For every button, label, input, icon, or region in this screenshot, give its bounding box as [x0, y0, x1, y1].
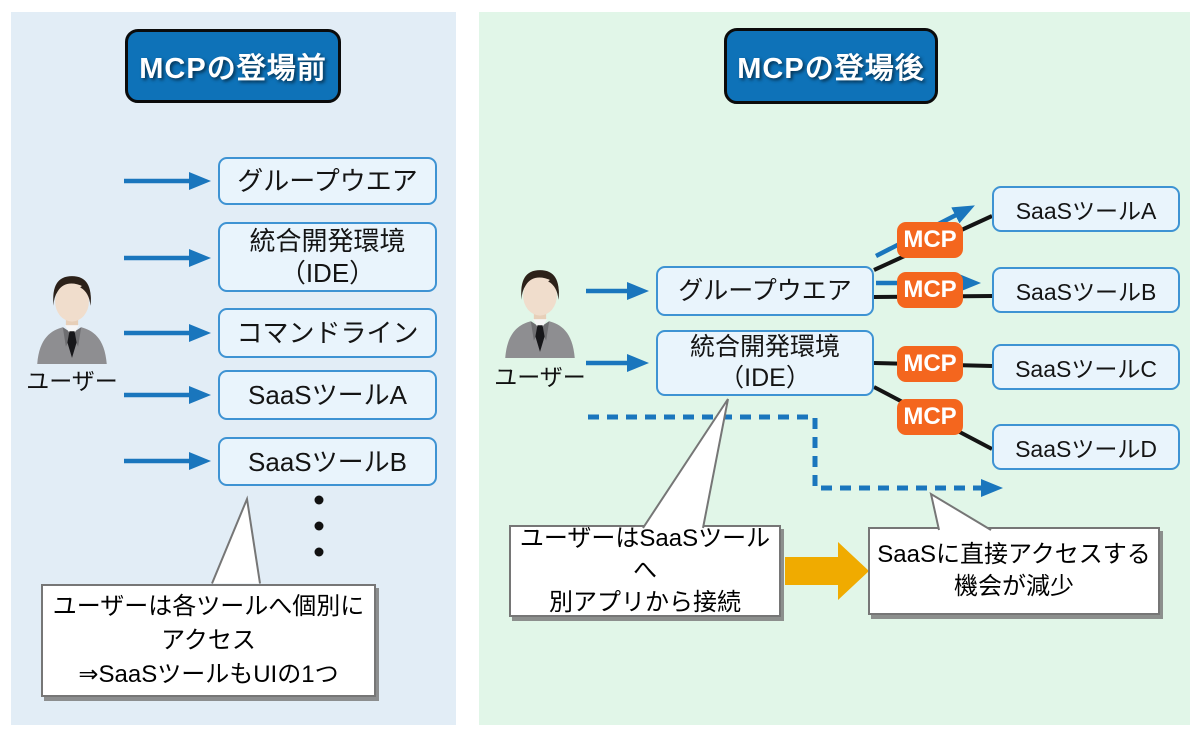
box-saas-b: SaaSツールB — [992, 267, 1180, 313]
mcp-badge-a: MCP — [897, 222, 963, 258]
note-individual-access: ユーザーは各ツールへ個別に アクセス ⇒SaaSツールもUIの1つ — [41, 584, 376, 697]
box-saas-a-left: SaaSツールA — [218, 370, 437, 420]
user-icon — [37, 276, 107, 364]
mcp-badge-c: MCP — [897, 346, 963, 382]
box-saas-c: SaaSツールC — [992, 344, 1180, 390]
box-saas-b-left: SaaSツールB — [218, 437, 437, 486]
user-label-left: ユーザー — [26, 368, 118, 394]
box-saas-a: SaaSツールA — [992, 186, 1180, 232]
user-label-right: ユーザー — [494, 364, 586, 390]
mcp-badge-b: MCP — [897, 272, 963, 308]
box-groupware-left: グループウエア — [218, 157, 437, 205]
box-commandline: コマンドライン — [218, 308, 437, 358]
before-mcp-title: MCPの登場前 — [125, 29, 341, 103]
after-mcp-title-label: MCPの登場後 — [737, 53, 925, 85]
box-ide-right: 統合開発環境 （IDE） — [656, 330, 874, 396]
box-ide-left: 統合開発環境 （IDE） — [218, 222, 437, 292]
user-icon — [505, 270, 575, 358]
note-direct-access-decrease: SaaSに直接アクセスする 機会が減少 — [868, 527, 1160, 615]
box-groupware-right: グループウエア — [656, 266, 874, 316]
after-mcp-title: MCPの登場後 — [724, 28, 938, 104]
mcp-badge-d: MCP — [897, 399, 963, 435]
box-saas-d: SaaSツールD — [992, 424, 1180, 470]
note-other-app-connection: ユーザーはSaaSツールへ 別アプリから接続 — [509, 525, 781, 617]
before-mcp-title-label: MCPの登場前 — [139, 53, 327, 85]
